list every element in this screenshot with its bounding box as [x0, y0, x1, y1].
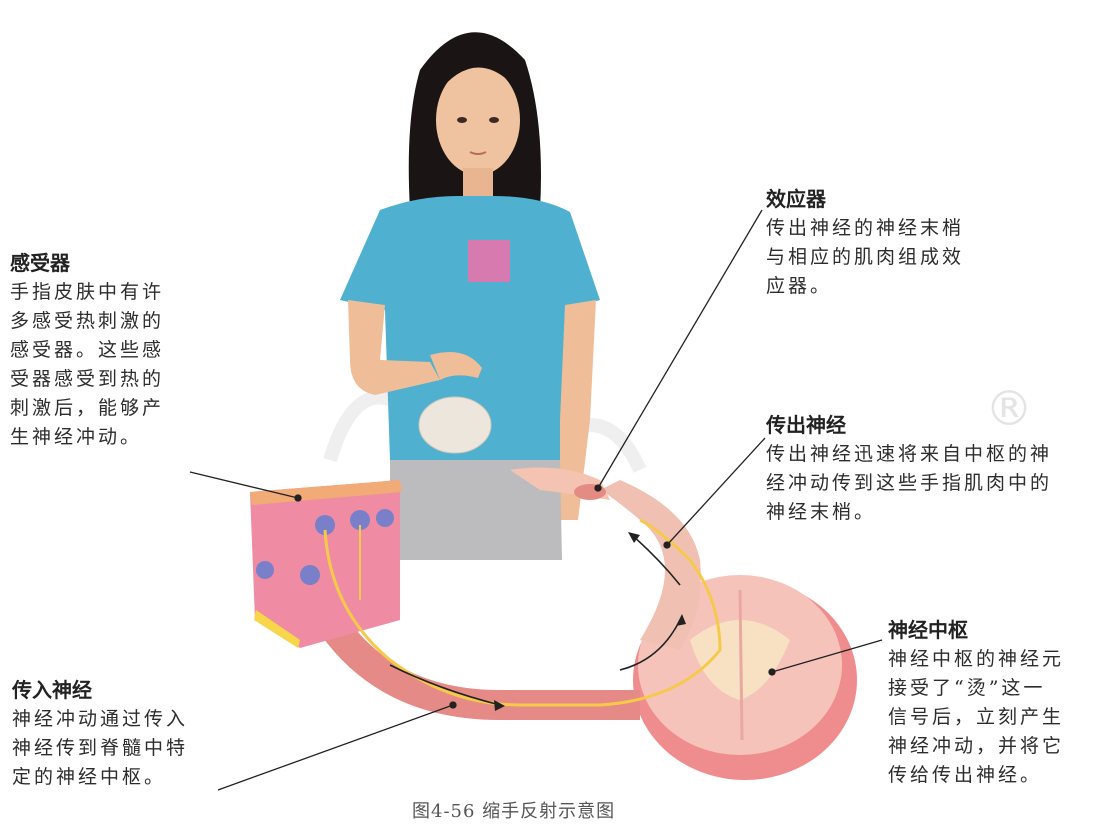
receptor-title: 感受器: [10, 248, 210, 278]
nerve-center-text: 神经中枢的神经元 接受了“烫”这一 信号后，立刻产生 神经冲动，并将它 传给传出…: [888, 645, 1098, 790]
skin-block: [250, 480, 402, 648]
efferent-nerve-title: 传出神经: [766, 410, 1096, 440]
receptor-label: 感受器 手指皮肤中有许 多感受热刺激的 感受器。这些感 受器感受到热的 刺激后，…: [10, 248, 210, 452]
afferent-nerve-title: 传入神经: [12, 675, 242, 705]
afferent-nerve-text: 神经冲动通过传入 神经传到脊髓中特 定的神经中枢。: [12, 705, 242, 792]
effector-text: 传出神经的神经末梢 与相应的肌肉组成效 应器。: [766, 214, 1026, 301]
receptor-text: 手指皮肤中有许 多感受热刺激的 感受器。这些感 受器感受到热的 刺激后，能够产 …: [10, 278, 210, 452]
nerve-center-title: 神经中枢: [888, 615, 1098, 645]
afferent-nerve-label: 传入神经 神经冲动通过传入 神经传到脊髓中特 定的神经中枢。: [12, 675, 242, 792]
effector-label: 效应器 传出神经的神经末梢 与相应的肌肉组成效 应器。: [766, 184, 1026, 301]
figure-caption: 图4-56 缩手反射示意图: [412, 797, 615, 823]
effector-title: 效应器: [766, 184, 1026, 214]
nerve-center-label: 神经中枢 神经中枢的神经元 接受了“烫”这一 信号后，立刻产生 神经冲动，并将它…: [888, 615, 1098, 790]
efferent-nerve-text: 传出神经迅速将来自中枢的神 经冲动传到这些手指肌肉中的 神经末梢。: [766, 440, 1096, 527]
efferent-nerve-band: [600, 480, 701, 650]
efferent-nerve-label: 传出神经 传出神经迅速将来自中枢的神 经冲动传到这些手指肌肉中的 神经末梢。: [766, 410, 1096, 527]
